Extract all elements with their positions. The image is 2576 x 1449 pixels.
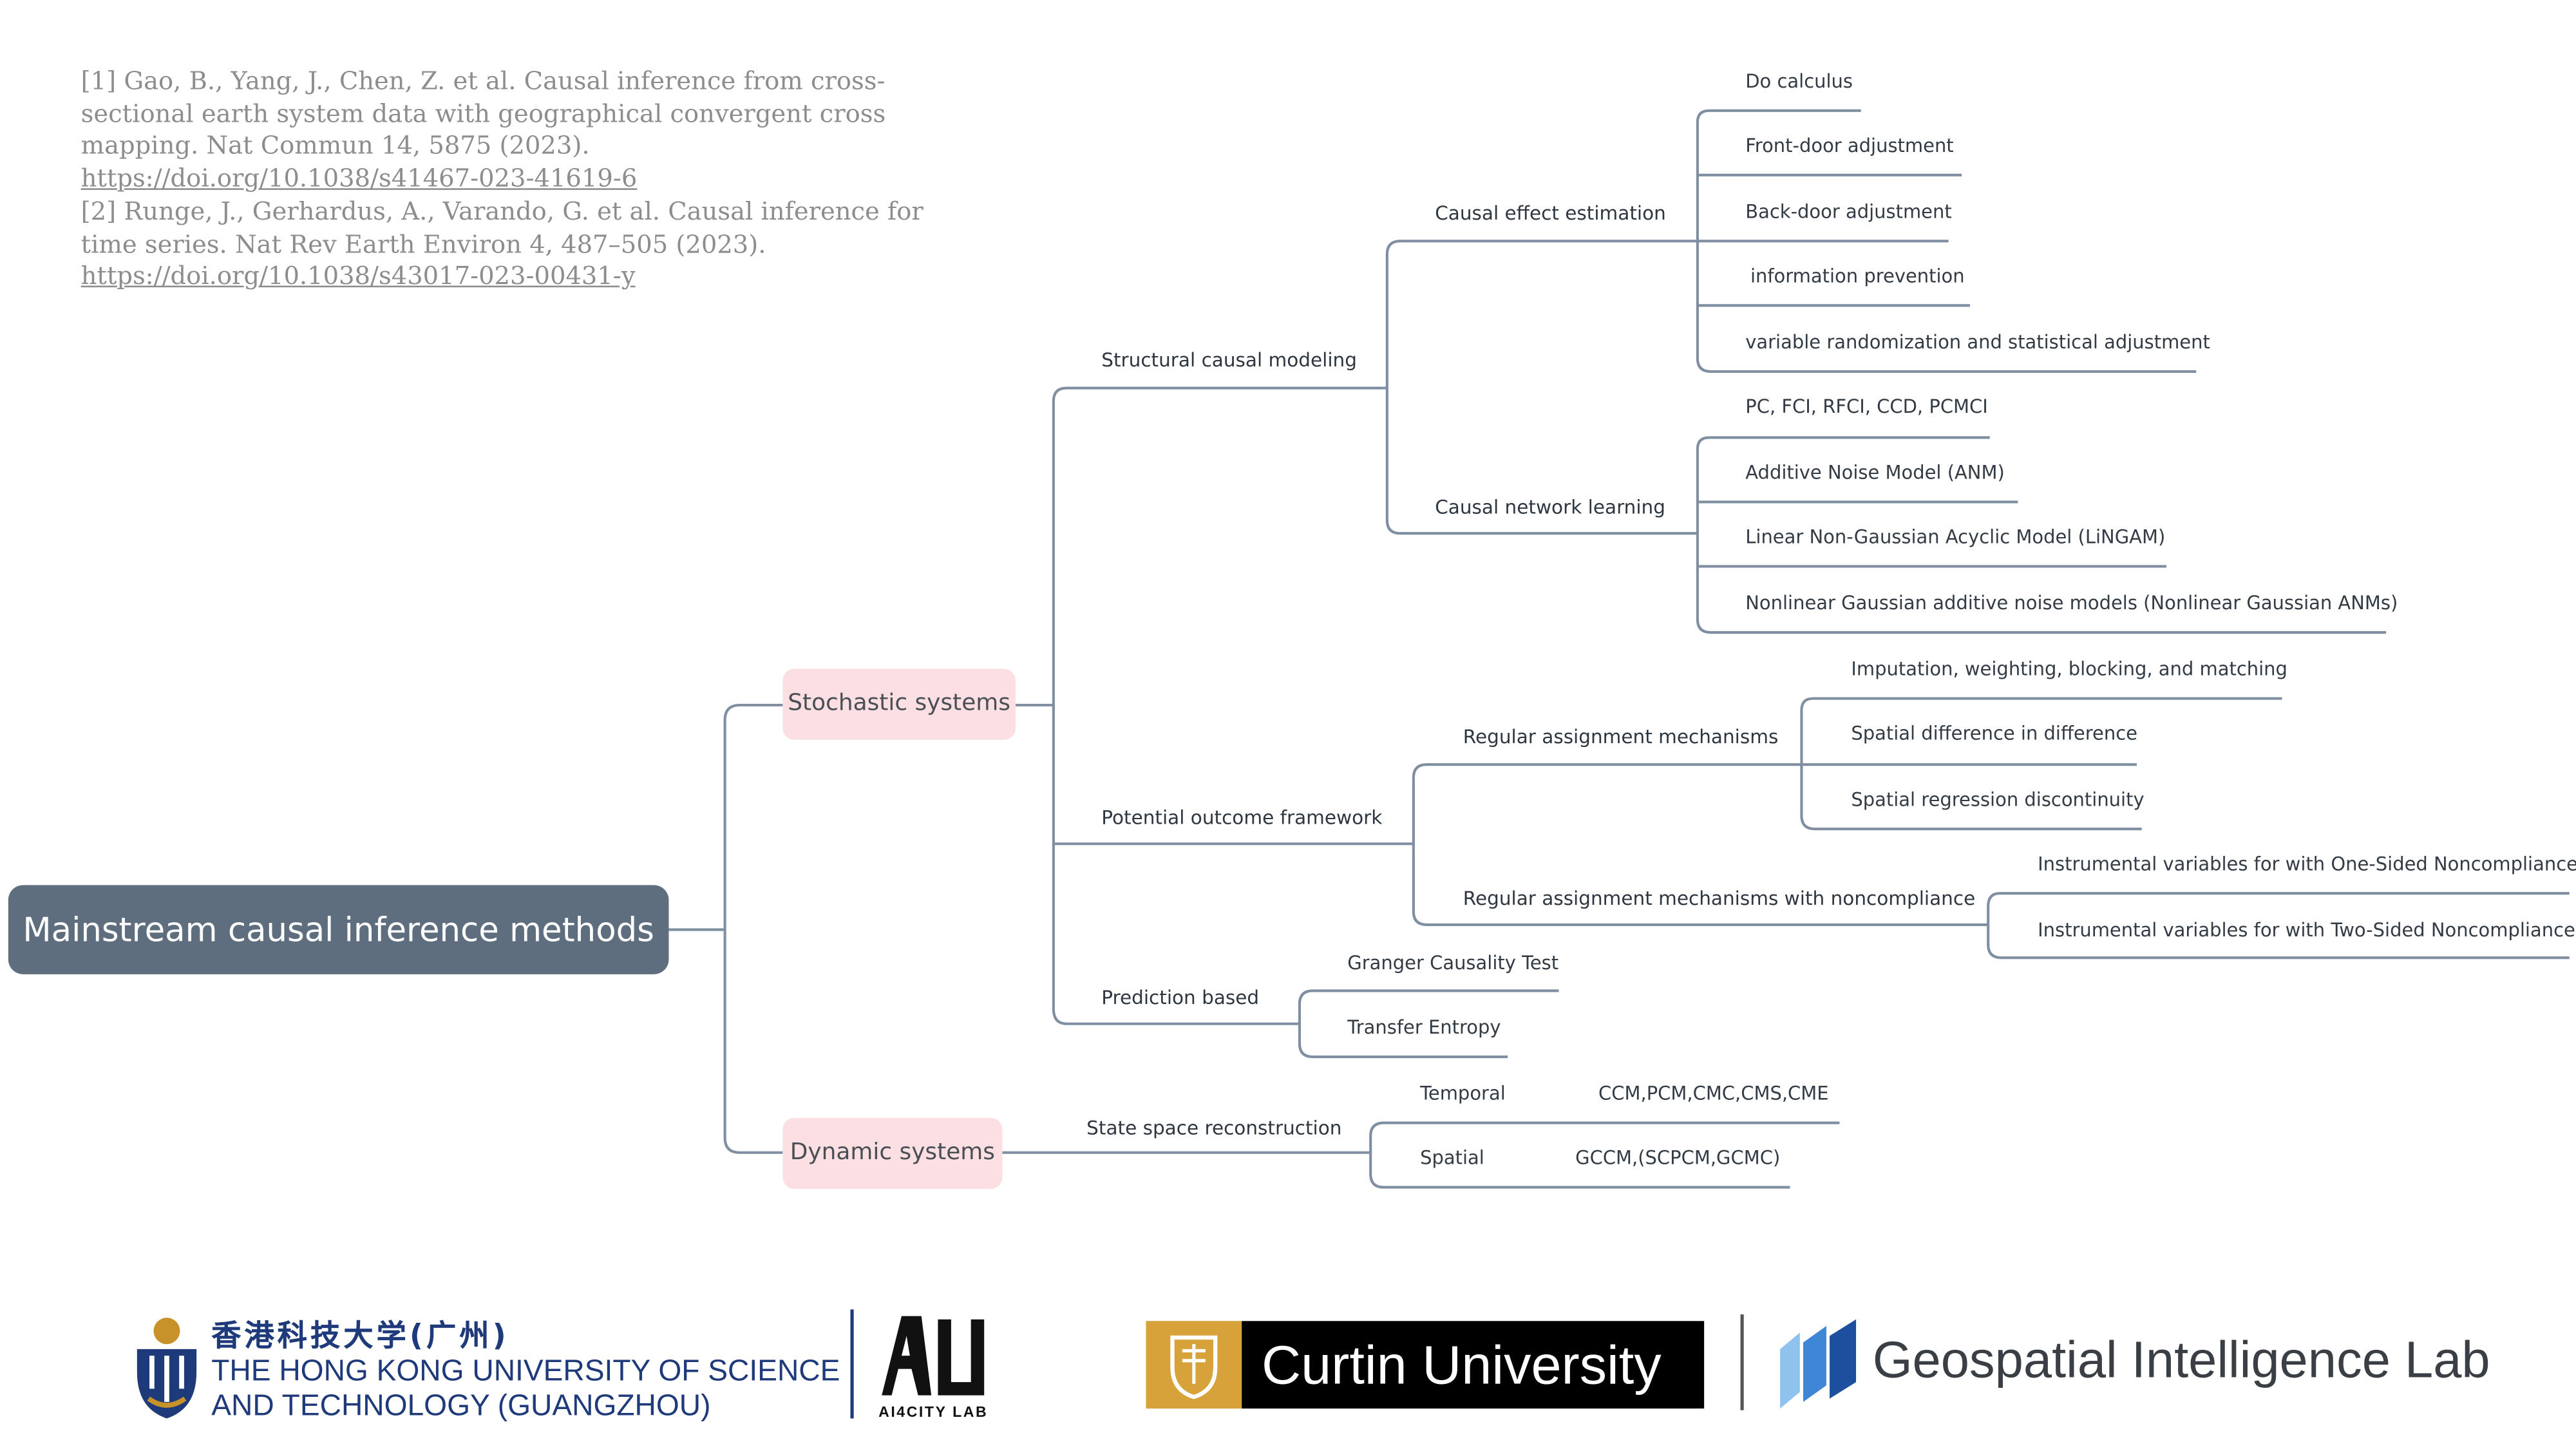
node-stochastic-systems[interactable]: Stochastic systems [782, 668, 1016, 740]
geospatial-intelligence-lab-text: Geospatial Intelligence Lab [1872, 1331, 2490, 1389]
leaf-anm[interactable]: Additive Noise Model (ANM) [1745, 462, 2005, 484]
reference-2-link[interactable]: https://doi.org/10.1038/s43017-023-00431… [80, 261, 636, 291]
node-causal-effect-estimation[interactable]: Causal effect estimation [1435, 201, 1666, 225]
leaf-temporal[interactable]: Temporal [1420, 1083, 1506, 1105]
hkust-emblem-icon [137, 1318, 197, 1419]
reference-1-text: [1] Gao, B., Yang, J., Chen, Z. et al. C… [80, 66, 886, 161]
leaf-variable-randomization[interactable]: variable randomization and statistical a… [1745, 332, 2210, 354]
hkust-chinese-name: 香港科技大学(广州) [211, 1319, 509, 1354]
node-structural-causal-modeling[interactable]: Structural causal modeling [1101, 348, 1357, 372]
reference-2: [2] Runge, J., Gerhardus, A., Varando, G… [81, 196, 973, 294]
reference-1-link[interactable]: https://doi.org/10.1038/s41467-023-41619… [80, 164, 638, 194]
reference-1: [1] Gao, B., Yang, J., Chen, Z. et al. C… [81, 66, 973, 196]
logo-divider [850, 1309, 854, 1419]
curtin-crest-icon [1146, 1321, 1242, 1409]
node-dynamic-systems[interactable]: Dynamic systems [782, 1117, 1003, 1189]
node-potential-outcome-framework[interactable]: Potential outcome framework [1101, 806, 1383, 829]
leaf-information-prevention[interactable]: information prevention [1750, 265, 1965, 288]
leaf-imputation-weighting[interactable]: Imputation, weighting, blocking, and mat… [1851, 659, 2287, 681]
leaf-granger-causality-test[interactable]: Granger Causality Test [1347, 952, 1559, 974]
leaf-do-calculus[interactable]: Do calculus [1745, 71, 1853, 93]
leaf-spatial-rd[interactable]: Spatial regression discontinuity [1851, 789, 2145, 811]
ai4city-logo-icon [882, 1316, 985, 1396]
node-state-space-reconstruction[interactable]: State space reconstruction [1086, 1116, 1342, 1140]
root-node[interactable]: Mainstream causal inference methods [8, 885, 669, 974]
leaf-iv-one-sided[interactable]: Instrumental variables for with One-Side… [2038, 853, 2576, 875]
leaf-iv-two-sided[interactable]: Instrumental variables for with Two-Side… [2038, 920, 2575, 942]
leaf-lingam[interactable]: Linear Non-Gaussian Acyclic Model (LiNGA… [1745, 526, 2166, 549]
hkust-english-line-1: THE HONG KONG UNIVERSITY OF SCIENCE [211, 1354, 840, 1387]
node-causal-network-learning[interactable]: Causal network learning [1435, 495, 1665, 519]
leaf-spatial-methods[interactable]: GCCM,(SCPCM,GCMC) [1575, 1148, 1781, 1170]
leaf-transfer-entropy[interactable]: Transfer Entropy [1347, 1017, 1501, 1039]
leaf-spatial[interactable]: Spatial [1420, 1148, 1484, 1170]
node-prediction-based[interactable]: Prediction based [1101, 985, 1260, 1009]
leaf-front-door-adjustment[interactable]: Front-door adjustment [1745, 135, 1954, 157]
node-regular-assignment-noncompliance[interactable]: Regular assignment mechanisms with nonco… [1463, 886, 1976, 910]
leaf-spatial-did[interactable]: Spatial difference in difference [1851, 723, 2137, 745]
hkust-english-name: THE HONG KONG UNIVERSITY OF SCIENCE AND … [211, 1354, 840, 1424]
geospatial-lab-mark-icon [1780, 1319, 1857, 1409]
leaf-temporal-methods[interactable]: CCM,PCM,CMC,CMS,CME [1598, 1083, 1829, 1105]
ai4city-lab-text: AI4CITY LAB [878, 1403, 989, 1421]
references: [1] Gao, B., Yang, J., Chen, Z. et al. C… [81, 66, 973, 294]
leaf-nonlinear-gaussian-anm[interactable]: Nonlinear Gaussian additive noise models… [1745, 592, 2398, 614]
curtin-university-logo: Curtin University [1242, 1321, 1705, 1409]
logo-divider-2 [1740, 1314, 1744, 1410]
leaf-back-door-adjustment[interactable]: Back-door adjustment [1745, 201, 1952, 223]
node-regular-assignment-mechanisms[interactable]: Regular assignment mechanisms [1463, 724, 1779, 748]
leaf-pc-fci-methods[interactable]: PC, FCI, RFCI, CCD, PCMCI [1745, 396, 1988, 418]
reference-2-text: [2] Runge, J., Gerhardus, A., Varando, G… [80, 196, 923, 259]
hkust-english-line-2: AND TECHNOLOGY (GUANGZHOU) [211, 1388, 711, 1422]
